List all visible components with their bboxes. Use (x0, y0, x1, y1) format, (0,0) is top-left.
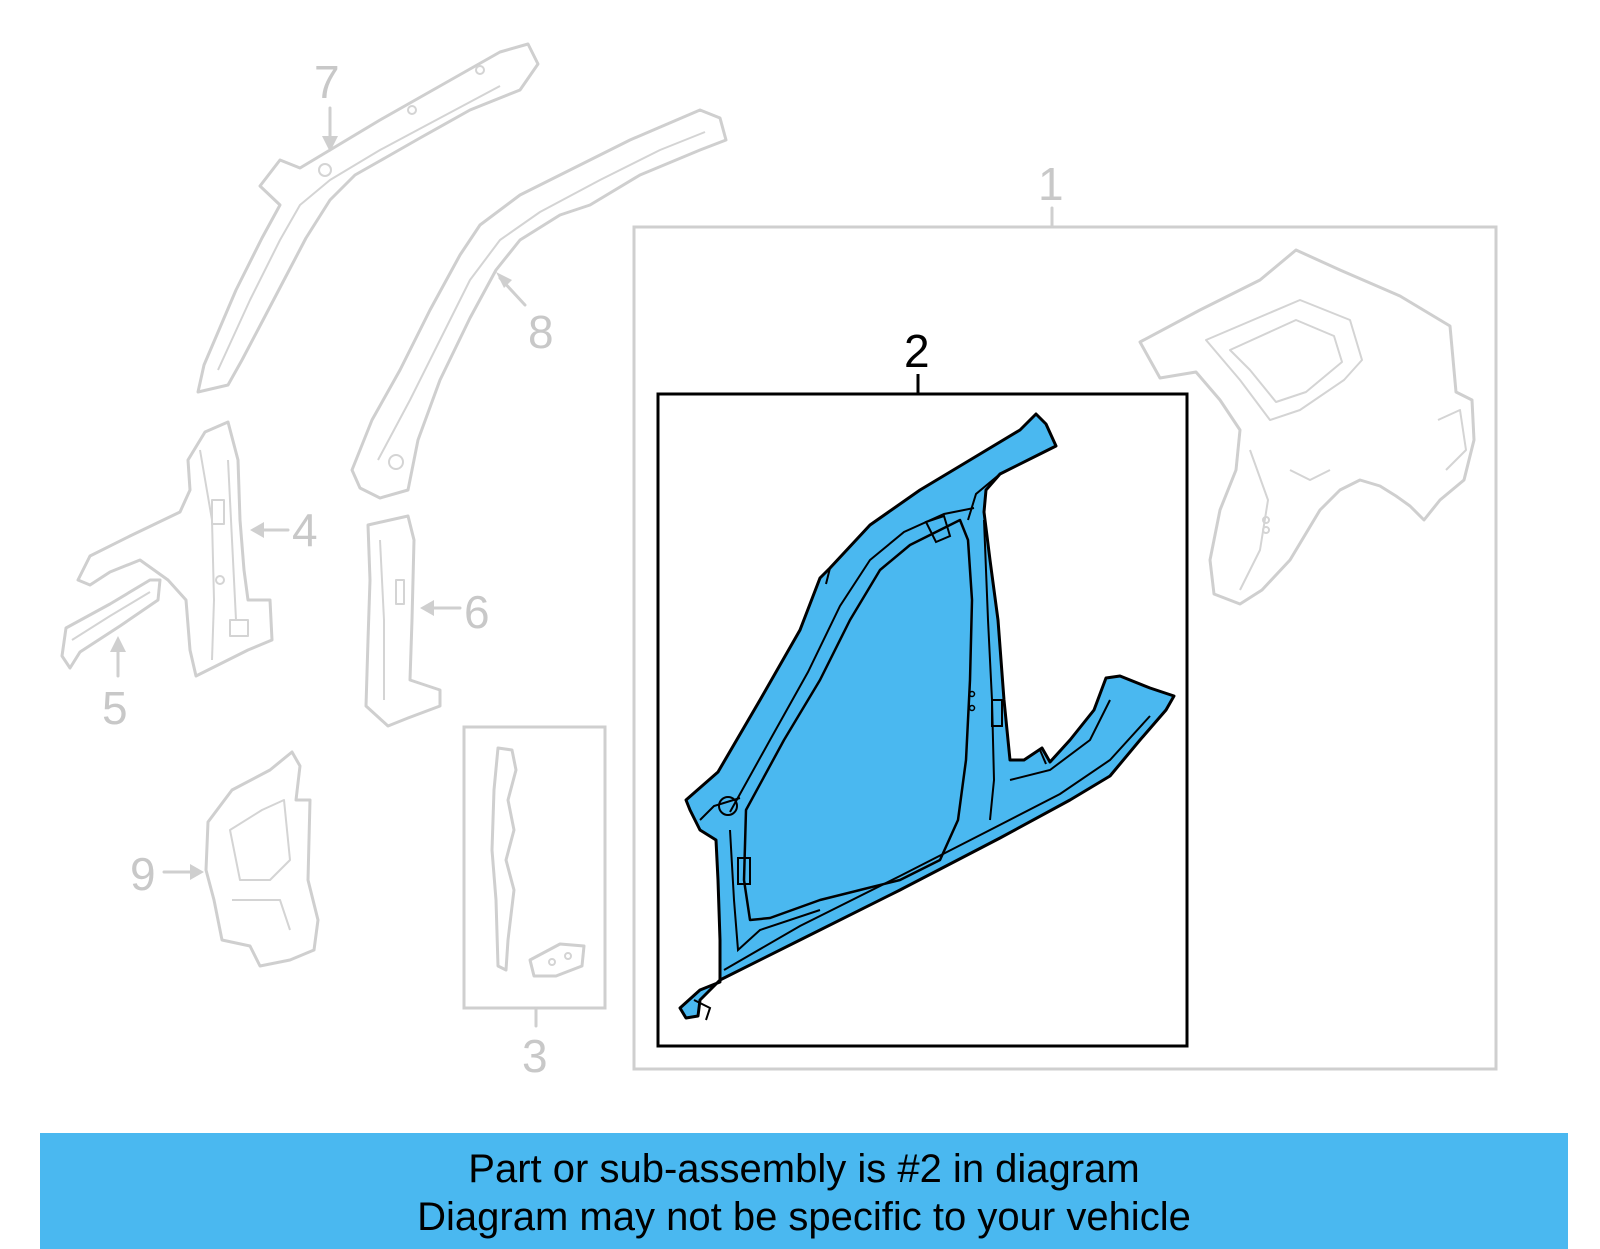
svg-text:9: 9 (130, 848, 156, 900)
svg-text:5: 5 (102, 682, 128, 734)
svg-text:7: 7 (314, 56, 340, 108)
part-2-side-aperture[interactable] (678, 412, 1176, 1021)
banner-line-part-number: Part or sub-assembly is #2 in diagram (468, 1147, 1140, 1191)
svg-text:6: 6 (464, 586, 490, 638)
callout-7: 7 (314, 56, 340, 152)
callout-4: 4 (250, 504, 318, 556)
callout-8: 8 (496, 272, 554, 358)
callout-3: 3 (522, 1006, 548, 1082)
part-1-box: 1 (632, 158, 1498, 1071)
part-3-bracket-kit[interactable] (462, 725, 607, 1010)
callout-6: 6 (420, 586, 490, 638)
info-banner: Part or sub-assembly is #2 in diagram Di… (40, 1133, 1568, 1249)
svg-text:3: 3 (522, 1030, 548, 1082)
banner-line-disclaimer: Diagram may not be specific to your vehi… (417, 1195, 1191, 1239)
part-8-pillar-rail[interactable] (350, 108, 728, 500)
callout-9: 9 (130, 848, 204, 900)
part-9-inner-bracket[interactable] (204, 750, 320, 968)
part-1-quarter-panel[interactable] (1138, 248, 1476, 606)
part-7-roof-rail[interactable] (196, 42, 540, 394)
part-6-center-pillar[interactable] (364, 514, 442, 728)
svg-text:4: 4 (292, 504, 318, 556)
svg-text:8: 8 (528, 306, 554, 358)
svg-text:2: 2 (904, 325, 930, 377)
callout-5: 5 (102, 636, 128, 734)
part-5-sill-extension[interactable] (60, 578, 162, 670)
part-4-hinge-pillar[interactable] (76, 420, 274, 678)
part-2-box: 2 (656, 325, 1189, 1048)
svg-text:1: 1 (1038, 158, 1064, 210)
